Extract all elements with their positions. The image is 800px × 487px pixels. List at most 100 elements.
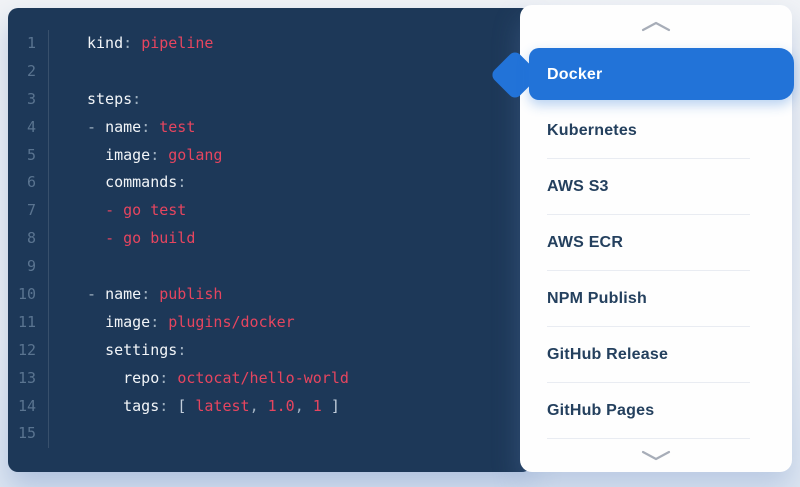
code-token: test (159, 117, 196, 136)
line-number: 1 (26, 34, 36, 52)
code-line-content: steps: (48, 85, 532, 114)
plugin-item[interactable]: NPM Publish (520, 271, 792, 327)
code-token (87, 173, 105, 191)
chevron-down-icon (641, 450, 671, 461)
plugin-item[interactable]: AWS S3 (520, 159, 792, 215)
code-line: 14 tags: [ latest, 1.0, 1 ] (8, 392, 532, 421)
code-line: 11 image: plugins/docker (8, 308, 532, 337)
code-line-content: settings: (48, 336, 532, 365)
code-token: 1.0 (267, 396, 295, 415)
code-token (87, 201, 105, 219)
code-token (87, 229, 105, 247)
code-line: 8 - go build (8, 225, 532, 254)
line-number: 14 (17, 396, 36, 415)
line-number: 2 (26, 61, 36, 80)
code-token: plugins/docker (168, 312, 295, 331)
code-line-content: commands: (48, 169, 532, 198)
code-token: , (249, 396, 268, 415)
code-line-content: kind: pipeline (48, 30, 532, 58)
code-token: - go build (105, 229, 196, 248)
code-lines[interactable]: 1 kind: pipeline 2 3 steps: 4 - name: te… (8, 30, 532, 449)
code-token: : (123, 34, 142, 52)
code-line: 15 (8, 420, 532, 449)
line-number: 10 (17, 285, 36, 304)
line-number: 15 (17, 424, 36, 443)
code-token: [ (177, 396, 196, 415)
plugin-item[interactable]: GitHub Pages (520, 383, 792, 439)
code-token: : (150, 312, 169, 331)
code-token: tags (123, 396, 160, 415)
code-line-content: image: plugins/docker (48, 308, 532, 337)
code-line-content: repo: octocat/hello-world (48, 364, 532, 393)
code-token: publish (159, 285, 223, 304)
code-line: 10 - name: publish (8, 281, 532, 309)
code-token: golang (168, 145, 223, 164)
plugin-item[interactable]: Kubernetes (520, 103, 792, 159)
plugin-item-label: GitHub Release (547, 346, 669, 363)
scroll-down-button[interactable] (520, 439, 792, 472)
plugin-list: Docker Kubernetes AWS S3 AWS ECR NPM Pub… (489, 47, 794, 439)
plugin-item[interactable]: AWS ECR (520, 215, 792, 271)
line-number: 9 (26, 257, 36, 276)
code-line: 3 steps: (8, 85, 532, 114)
line-number: 3 (26, 89, 36, 108)
plugin-item-label: AWS ECR (547, 234, 624, 251)
code-token: : (141, 117, 160, 136)
code-line: 12 settings: (8, 336, 532, 365)
code-token: repo (123, 368, 160, 387)
code-token: : (132, 89, 142, 108)
code-line: 6 commands: (8, 169, 532, 198)
line-number: 5 (26, 145, 36, 164)
code-token: 1 (312, 396, 322, 415)
code-token: pipeline (141, 34, 214, 52)
plugin-item-label: Docker (547, 66, 603, 83)
code-line: 4 - name: test (8, 113, 532, 142)
plugin-item[interactable]: GitHub Release (520, 327, 792, 383)
code-line-content: - name: publish (48, 281, 532, 309)
code-token: - go test (105, 201, 187, 220)
code-token: : (150, 145, 169, 164)
code-token (87, 397, 123, 415)
code-token: image (105, 312, 151, 331)
code-line: 1 kind: pipeline (8, 30, 532, 58)
code-line-content: image: golang (48, 141, 532, 170)
code-token: - (87, 285, 106, 304)
line-number: 8 (26, 229, 36, 248)
line-number: 11 (17, 312, 36, 331)
code-token: ] (321, 396, 340, 415)
selected-pill-body-shape (529, 48, 794, 100)
line-number: 6 (26, 173, 36, 192)
code-line: 9 (8, 253, 532, 282)
code-editor-panel[interactable]: 1 kind: pipeline 2 3 steps: 4 - name: te… (8, 8, 532, 472)
code-token: : (141, 285, 160, 304)
code-token (87, 369, 123, 387)
code-token: : (159, 396, 178, 415)
code-token: kind (87, 34, 124, 52)
line-number: 12 (17, 340, 36, 359)
code-token: commands (105, 173, 178, 192)
code-token: name (105, 285, 142, 304)
plugin-item-label: GitHub Pages (547, 402, 655, 419)
code-line-content (48, 253, 532, 282)
code-line: 5 image: golang (8, 141, 532, 170)
chevron-up-icon (641, 21, 671, 31)
code-token: - (87, 117, 106, 136)
line-number: 4 (26, 117, 36, 136)
code-line-content (48, 420, 532, 449)
code-line-content (48, 57, 532, 86)
code-token: octocat/hello-world (177, 368, 349, 387)
code-line-content: - go build (48, 225, 532, 254)
code-line-content: - go test (48, 197, 532, 226)
code-line-content: - name: test (48, 113, 532, 142)
line-number: 7 (26, 201, 36, 220)
code-token: : (159, 368, 178, 387)
code-token (87, 341, 105, 359)
code-token: image (105, 145, 151, 164)
code-line: 7 - go test (8, 197, 532, 226)
code-line: 2 (8, 57, 532, 86)
code-token: , (294, 396, 313, 415)
plugin-item-selected[interactable]: Docker (489, 47, 794, 103)
code-token (87, 146, 105, 164)
scroll-up-button[interactable] (520, 5, 792, 47)
